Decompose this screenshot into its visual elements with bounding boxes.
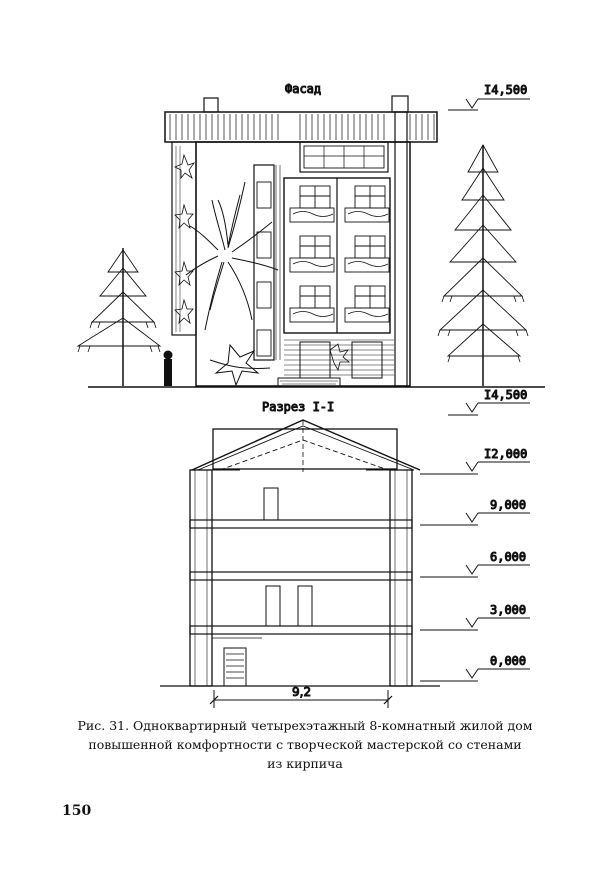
level-label: 3,000	[490, 603, 526, 617]
level-label: 0,000	[490, 654, 526, 668]
level-marker: I2,000	[420, 447, 530, 475]
left-pine-tree	[76, 248, 162, 386]
caption-line: Рис. 31. Одноквартирный четырехэтажный 8…	[77, 718, 533, 733]
facade-level-label: I4,500	[484, 83, 527, 97]
caption-line: повышенной комфортности с творческой мас…	[88, 737, 522, 752]
level-label: I2,000	[484, 447, 527, 461]
figure-caption: Рис. 31. Одноквартирный четырехэтажный 8…	[60, 716, 550, 773]
level-marker: 9,000	[420, 498, 530, 526]
level-label: I4,500	[484, 388, 527, 402]
width-dimension: 9,2	[209, 685, 393, 708]
caption-line: из кирпича	[267, 756, 343, 771]
facade-building	[164, 95, 438, 387]
level-marker: 6,000	[420, 550, 530, 578]
page-number: 150	[62, 803, 92, 819]
level-marker: 3,000	[420, 603, 530, 631]
level-label: 9,000	[490, 498, 526, 512]
facade-title: Фасад	[285, 82, 321, 96]
level-marker: 0,000	[420, 654, 530, 682]
section-title: Разрез I-I	[262, 400, 334, 414]
person-silhouette	[163, 350, 173, 386]
right-pine-tree	[437, 144, 529, 386]
section-level-markers: I4,500 I2,000 9,000 6,000	[420, 388, 530, 682]
facade-level-marker: I4,500	[448, 83, 530, 111]
facade-drawing: Фасад	[76, 82, 545, 388]
balcony-windows	[289, 185, 390, 323]
level-label: 6,000	[490, 550, 526, 564]
section-drawing: Разрез I-I 9,2	[160, 388, 530, 708]
width-dimension-label: 9,2	[292, 685, 311, 699]
level-marker: I4,500	[448, 388, 530, 416]
sun-mural	[185, 181, 279, 387]
